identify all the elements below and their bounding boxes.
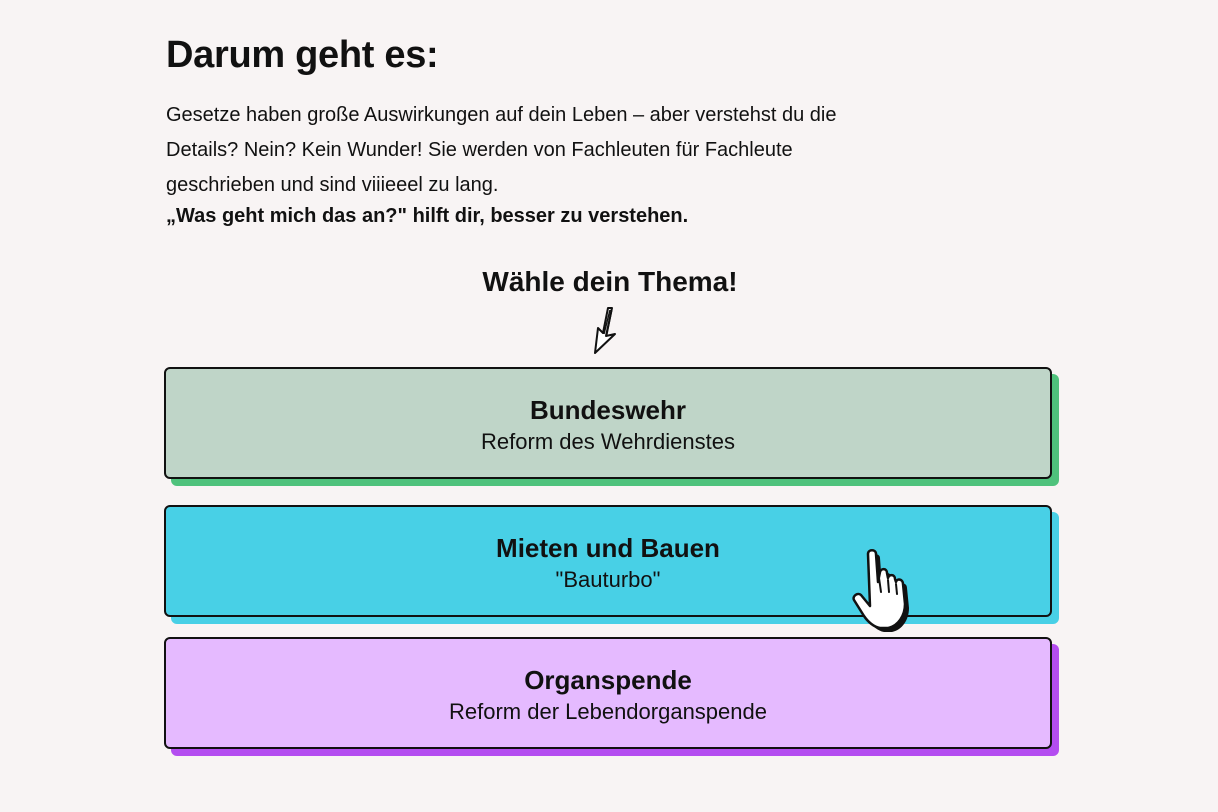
topic-subtitle: Reform der Lebendorganspende [448, 699, 767, 724]
topic-subtitle: Reform des Wehrdienstes [481, 429, 735, 454]
choose-topic-heading: Wähle dein Thema! [482, 266, 738, 297]
topic-card-bundeswehr[interactable]: Bundeswehr Reform des Wehrdienstes [164, 367, 1052, 479]
page-title: Darum geht es: [166, 34, 439, 76]
down-arrow-icon [594, 307, 616, 354]
intro-section: Darum geht es: Gesetze haben große Auswi… [166, 30, 926, 231]
topic-title: Bundeswehr [529, 395, 687, 425]
topic-title: Organspende [524, 665, 692, 695]
topic-title: Mieten und Bauen [496, 533, 720, 563]
topic-card-mieten-und-bauen[interactable]: Mieten und Bauen "Bauturbo" [164, 505, 1052, 617]
intro-paragraph: Gesetze haben große Auswirkungen auf dei… [166, 98, 926, 203]
intro-highlight: „Was geht mich das an?" hilft dir, besse… [166, 205, 689, 227]
intro-line-3: geschrieben und sind viiieeel zu lang. [166, 174, 499, 196]
topic-subtitle: "Bauturbo" [555, 567, 661, 592]
topic-card-organspende[interactable]: Organspende Reform der Lebendorganspende [164, 637, 1052, 749]
pointing-hand-cursor-icon [852, 549, 909, 632]
intro-line-1: Gesetze haben große Auswirkungen auf dei… [166, 104, 837, 126]
intro-line-2: Details? Nein? Kein Wunder! Sie werden v… [166, 139, 793, 161]
